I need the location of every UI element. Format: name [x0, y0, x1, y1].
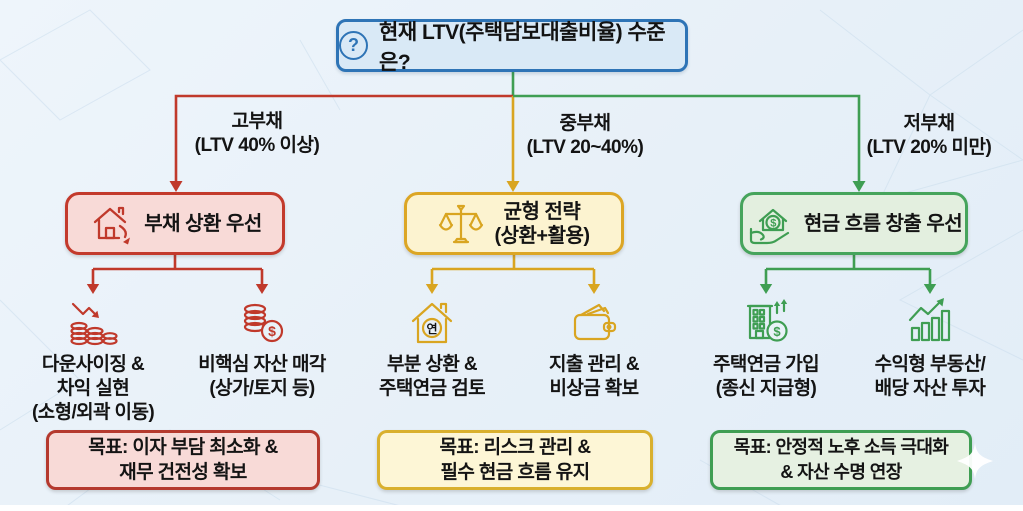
- root-question-box: ? 현재 LTV(주택담보대출비율) 수준은?: [336, 19, 688, 74]
- sparkle-decoration: [957, 443, 993, 479]
- strategy-title: 균형 전략 (상환+활용): [494, 200, 590, 247]
- goal-box-low-debt: 목표: 안정적 노후 소득 극대화 & 자산 수명 연장: [710, 430, 972, 490]
- leaf-label: 비핵심 자산 매각 (상가/토지 등): [198, 354, 326, 399]
- coins-dollar-icon: $: [237, 294, 287, 348]
- hand-house-dollar-icon: $: [746, 200, 794, 248]
- branch-label-high-debt: 고부채 (LTV 40% 이상): [194, 111, 320, 156]
- wallet-icon: [568, 294, 620, 348]
- goal-box-high-debt: 목표: 이자 부담 최소화 & 재무 건전성 확보: [46, 430, 320, 490]
- leaf-label: 다운사이징 & 차익 실현 (소형/외곽 이동): [31, 354, 155, 423]
- question-mark-icon: ?: [339, 31, 368, 60]
- dollar-glyph: $: [773, 324, 781, 339]
- leaf-housing-pension: $ 주택연금 가입 (종신 지급형): [681, 294, 851, 401]
- pension-glyph: 연: [426, 321, 437, 336]
- leaf-income-investment: 수익형 부동산/ 배당 자산 투자: [845, 294, 1015, 401]
- root-question-text: 현재 LTV(주택담보대출비율) 수준은?: [379, 20, 666, 74]
- strategy-title: 현금 흐름 창출 우선: [803, 212, 963, 235]
- leaf-asset-sale: $ 비핵심 자산 매각 (상가/토지 등): [177, 294, 347, 401]
- branch-label-low-debt: 저부채 (LTV 20% 미만): [866, 113, 992, 158]
- coins-decreasing-icon: [68, 294, 118, 348]
- balance-scale-icon: [438, 201, 484, 247]
- goal-box-mid-debt: 목표: 리스크 관리 & 필수 현금 흐름 유지: [377, 430, 653, 490]
- strategy-box-debt-repayment: 부채 상환 우선: [65, 192, 285, 255]
- strategy-title: 부채 상환 우선: [144, 212, 262, 235]
- footer-strip: [0, 505, 1023, 511]
- bar-chart-up-icon: [904, 294, 956, 348]
- leaf-downsizing: 다운사이징 & 차익 실현 (소형/외곽 이동): [8, 294, 178, 425]
- leaf-label: 지출 관리 & 비상금 확보: [549, 354, 640, 399]
- house-pension-icon: 연: [407, 294, 457, 348]
- building-dollar-up-icon: $: [740, 294, 792, 348]
- leaf-label: 부분 상환 & 주택연금 검토: [379, 354, 486, 399]
- branch-label-mid-debt: 중부채 (LTV 20~40%): [526, 113, 644, 158]
- leaf-label: 주택연금 가입 (종신 지급형): [713, 354, 820, 399]
- leaf-partial-repayment: 연 부분 상환 & 주택연금 검토: [347, 294, 517, 401]
- house-down-arrow-icon: [88, 201, 134, 247]
- leaf-spending-control: 지출 관리 & 비상금 확보: [509, 294, 679, 401]
- dollar-glyph: $: [268, 323, 276, 339]
- strategy-box-cash-flow: $ 현금 흐름 창출 우선: [740, 192, 968, 255]
- dollar-glyph: $: [770, 217, 776, 229]
- strategy-box-balanced: 균형 전략 (상환+활용): [404, 192, 624, 255]
- leaf-label: 수익형 부동산/ 배당 자산 투자: [874, 354, 986, 399]
